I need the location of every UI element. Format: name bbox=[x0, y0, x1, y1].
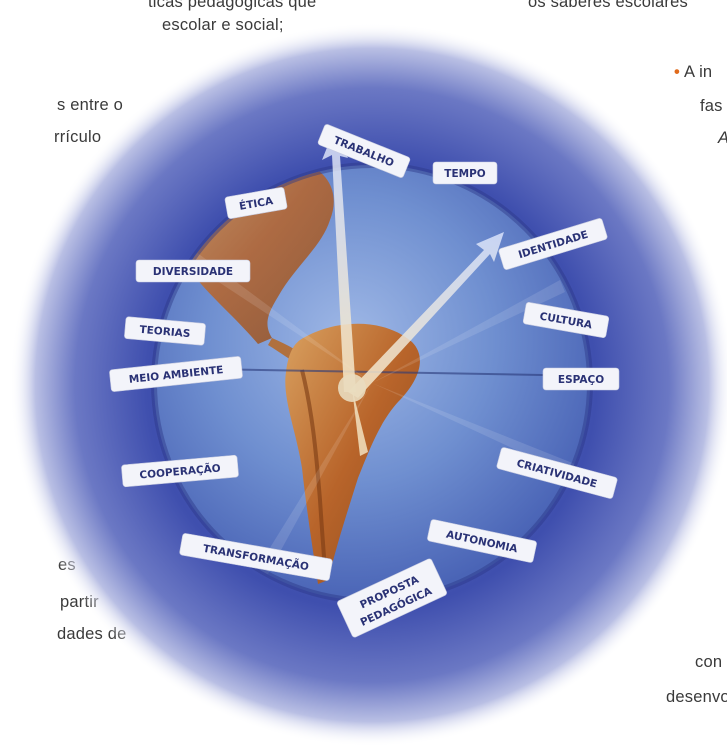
left-text-line-4: rrículo bbox=[54, 128, 102, 146]
tag-cultura: CULTURA bbox=[522, 302, 610, 338]
hour-hand bbox=[348, 232, 504, 398]
clock-hands bbox=[322, 130, 504, 456]
right-bullet-line: •A in bbox=[674, 62, 712, 82]
right-bullet-text: A in bbox=[683, 63, 713, 81]
svg-text:DIVERSIDADE: DIVERSIDADE bbox=[153, 266, 233, 278]
left-text-line-2: escolar e social; bbox=[162, 16, 284, 34]
right-text-top: os saberes escolares bbox=[528, 0, 688, 11]
svg-text:ESPAÇO: ESPAÇO bbox=[558, 374, 604, 386]
clock-center bbox=[338, 374, 366, 402]
right-text-line-2: fas bbox=[700, 97, 723, 115]
svg-text:TEORIAS: TEORIAS bbox=[139, 324, 191, 340]
tag-meio-ambiente: MEIO AMBIENTE bbox=[109, 356, 243, 392]
tag-espaco: ESPAÇO bbox=[542, 367, 620, 391]
tag-cooperacao: COOPERAÇÃO bbox=[121, 454, 239, 488]
south-america-shape bbox=[285, 323, 420, 584]
right-text-bottom-2: desenvo bbox=[666, 688, 727, 706]
left-text-line-1: ticas pedagógicas que bbox=[148, 0, 317, 11]
bullet-icon: • bbox=[674, 63, 680, 81]
tag-etica: ÉTICA bbox=[224, 187, 288, 219]
tag-teorias: TEORIAS bbox=[124, 316, 206, 346]
left-text-line-3: s entre o bbox=[57, 96, 124, 114]
svg-text:TEMPO: TEMPO bbox=[444, 168, 485, 180]
right-text-line-3: A bbox=[718, 128, 727, 148]
tag-tempo: TEMPO bbox=[432, 161, 498, 185]
minute-hand bbox=[322, 130, 356, 392]
right-text-bottom-1: con bbox=[695, 653, 723, 671]
tag-diversidade: DIVERSIDADE bbox=[135, 259, 251, 283]
svg-text:ÉTICA: ÉTICA bbox=[238, 194, 275, 213]
